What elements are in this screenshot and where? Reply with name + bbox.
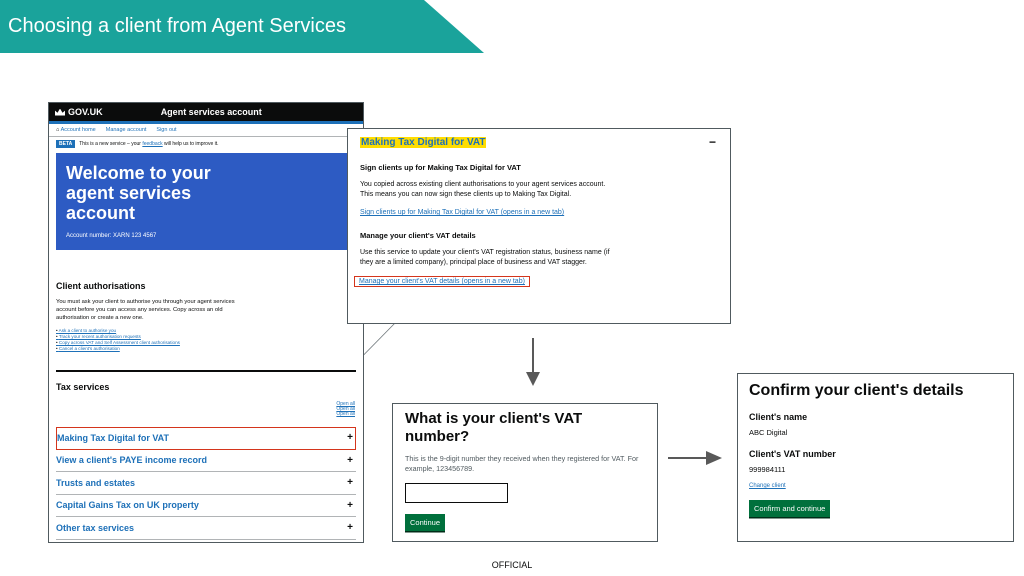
arrow-down-icon [526, 372, 540, 386]
open-all-link[interactable]: Open all [336, 406, 355, 412]
manage-vat-heading: Manage your client's VAT details [360, 231, 476, 240]
client-name-label: Client's name [749, 412, 808, 422]
vat-number-question: What is your client's VAT number? [405, 410, 583, 445]
govuk-logo[interactable]: GOV.UK [55, 107, 103, 117]
manage-vat-text: Use this service to update your client's… [360, 249, 610, 266]
expand-plus-icon: + [347, 454, 353, 466]
accordion-trusts-estates[interactable]: Trusts and estates + [56, 472, 356, 495]
accordion-other-tax[interactable]: Other tax services + [56, 517, 356, 540]
open-all-link[interactable]: Open all [336, 411, 355, 417]
accordion-mtd-vat[interactable]: Making Tax Digital for VAT + [56, 427, 356, 450]
crown-icon [55, 108, 65, 116]
expand-plus-icon: + [347, 432, 353, 444]
arrow-right-icon [706, 451, 722, 465]
phase-banner: BETA This is a new service – your feedba… [49, 137, 363, 151]
mtd-vat-expanded-panel: Making Tax Digital for VAT − Sign client… [347, 128, 731, 324]
service-name[interactable]: Agent services account [160, 107, 262, 117]
accordion-paye-income[interactable]: View a client's PAYE income record + [56, 450, 356, 472]
client-authorisation-links: Ask a client to authorise you Track your… [56, 328, 356, 352]
agent-services-screenshot: GOV.UK Agent services account ⌂ Account … [48, 102, 364, 543]
account-number: Account number: XARN 123 4567 [66, 233, 157, 239]
link-copy-across[interactable]: Copy across VAT and Self Assessment clie… [56, 340, 356, 346]
expand-plus-icon: + [347, 477, 353, 489]
vat-number-input[interactable] [405, 483, 508, 503]
open-all-links: Open all Open all Open all [336, 402, 355, 417]
collapse-minus-icon[interactable]: − [708, 135, 716, 149]
link-track-requests[interactable]: Track your recent authorisation requests [56, 334, 356, 340]
vat-number-screenshot: What is your client's VAT number? This i… [392, 403, 658, 542]
client-vat-value: 999984111 [749, 465, 786, 474]
sign-up-text: You copied across existing client author… [360, 181, 606, 198]
welcome-banner: Welcome to your agent services account A… [56, 153, 356, 250]
continue-button[interactable]: Continue [405, 514, 446, 531]
expand-plus-icon: + [347, 522, 353, 534]
nav-manage-account[interactable]: Manage account [105, 127, 147, 133]
sign-up-link[interactable]: Sign clients up for Making Tax Digital f… [360, 209, 565, 216]
beta-tag: BETA [56, 140, 76, 148]
flow-arrow-down [532, 338, 534, 378]
vat-number-hint: This is the 9-digit number they received… [405, 454, 639, 473]
client-name-value: ABC Digital [749, 428, 788, 437]
client-authorisations-text: You must ask your client to authorise yo… [56, 299, 235, 321]
expand-plus-icon: + [347, 499, 353, 511]
nav-sign-out[interactable]: Sign out [156, 127, 177, 133]
confirm-and-continue-button[interactable]: Confirm and continue [749, 500, 831, 517]
client-authorisations-heading: Client authorisations [56, 281, 146, 291]
link-cancel-authorisation[interactable]: Cancel a client's authorisation [56, 346, 356, 352]
govuk-header: GOV.UK Agent services account [49, 103, 363, 121]
slide-title: Choosing a client from Agent Services [8, 15, 346, 37]
mtd-vat-accordion-header[interactable]: Making Tax Digital for VAT − [360, 135, 718, 149]
tax-services-heading: Tax services [56, 382, 110, 392]
accordion-capital-gains[interactable]: Capital Gains Tax on UK property + [56, 495, 356, 517]
link-ask-client[interactable]: Ask a client to authorise you [56, 328, 356, 334]
flow-arrow-right [668, 457, 708, 459]
section-divider [56, 370, 356, 372]
beta-text: This is a new service – your feedback wi… [79, 141, 219, 147]
change-client-link[interactable]: Change client [749, 483, 786, 489]
slide-title-banner [0, 0, 484, 53]
tax-services-accordion: Making Tax Digital for VAT + View a clie… [56, 427, 356, 540]
confirm-client-screenshot: Confirm your client's details Client's n… [737, 373, 1014, 542]
nav-account-home[interactable]: ⌂ Account home [56, 127, 96, 133]
account-nav: ⌂ Account home Manage account Sign out [49, 124, 363, 137]
open-all-link[interactable]: Open all [336, 401, 355, 407]
welcome-title: Welcome to your agent services account [66, 163, 211, 223]
header-blue-rule [49, 121, 363, 124]
client-vat-label: Client's VAT number [749, 449, 836, 459]
classification-footer: OFFICIAL [491, 560, 533, 570]
home-icon: ⌂ [56, 127, 60, 133]
sign-up-heading: Sign clients up for Making Tax Digital f… [360, 163, 521, 172]
feedback-link[interactable]: feedback [142, 141, 163, 147]
mtd-vat-title: Making Tax Digital for VAT [360, 136, 487, 148]
confirm-title: Confirm your client's details [749, 382, 964, 399]
manage-vat-link[interactable]: Manage your client's VAT details (opens … [354, 276, 530, 287]
